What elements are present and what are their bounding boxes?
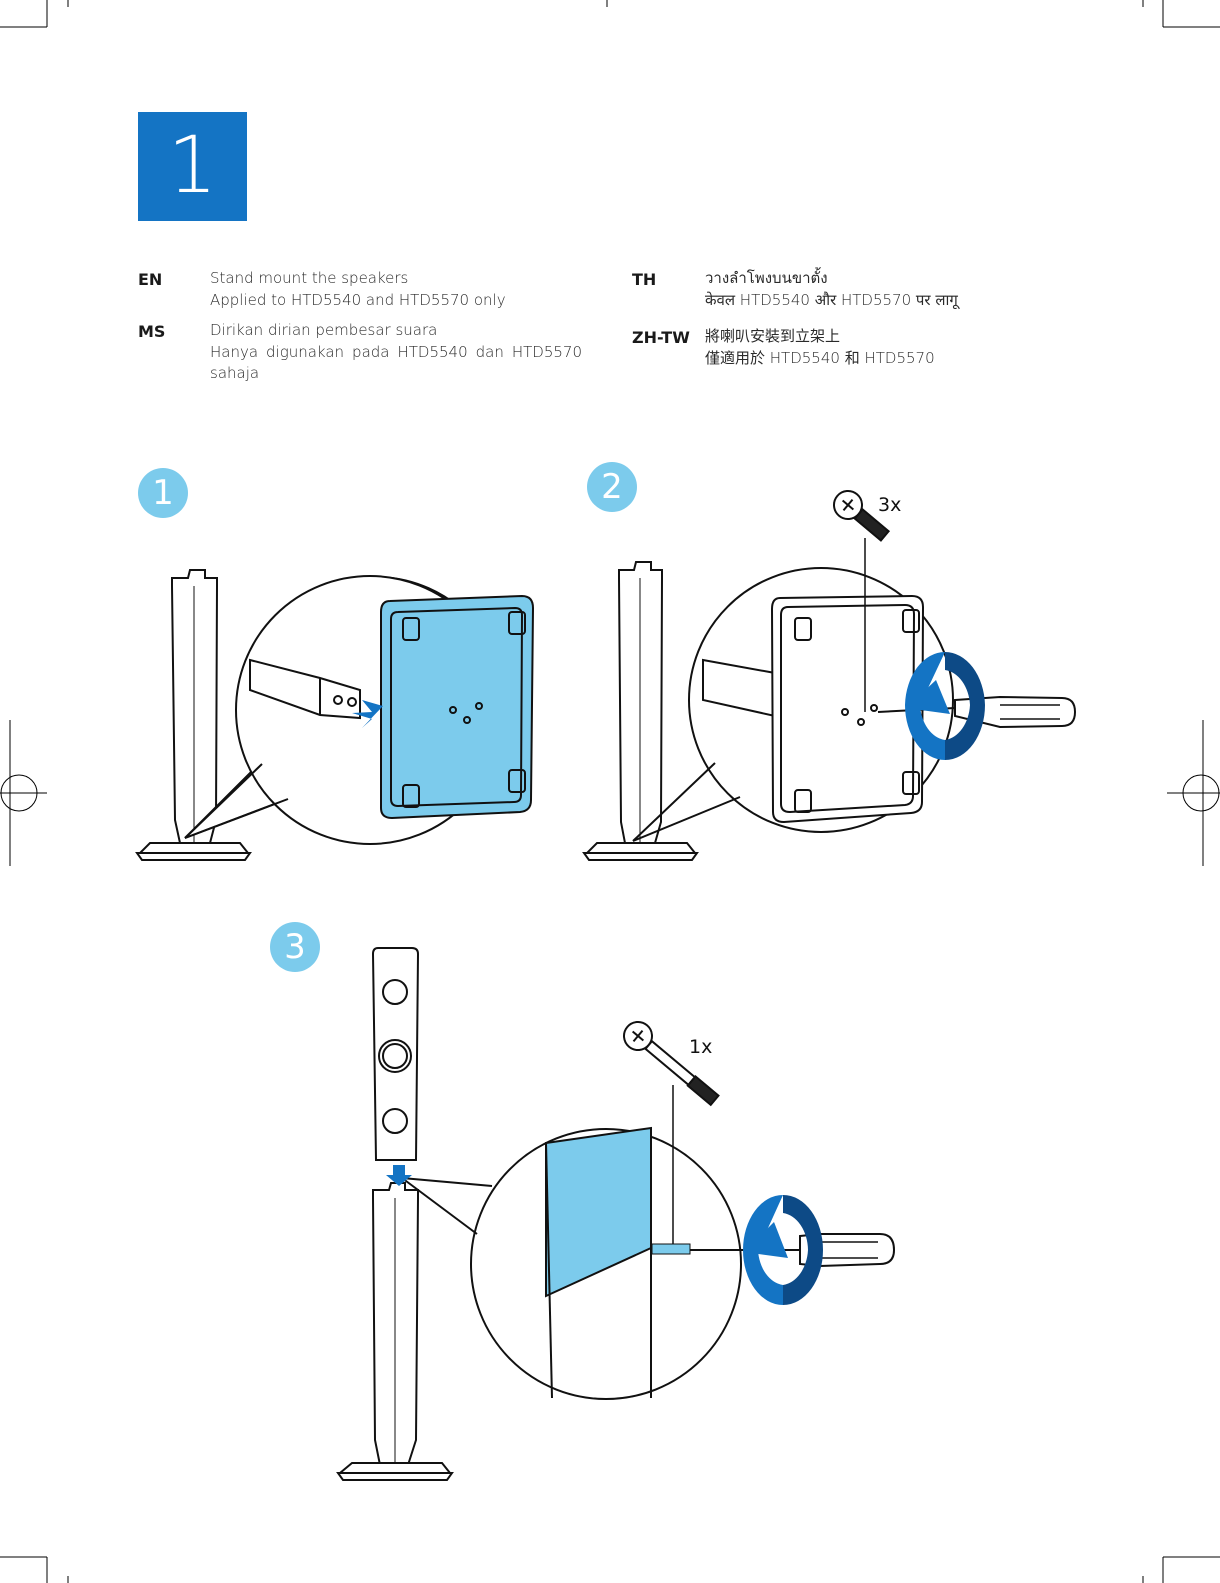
instruction-en-line2: Applied to HTD5540 and HTD5570 only	[210, 290, 590, 312]
instruction-th-line1: วางลำโพงบนขาตั้ง	[705, 268, 1085, 290]
screw-quantity-3x: 3x	[878, 494, 901, 516]
instruction-en: Stand mount the speakers Applied to HTD5…	[210, 268, 590, 311]
instruction-ms-line2: Hanya digunakan pada HTD5540 dan HTD5570…	[210, 342, 582, 385]
substep-badge-1: 1	[138, 468, 188, 518]
instruction-ms: Dirikan dirian pembesar suara Hanya digu…	[210, 320, 582, 385]
lang-code-en: EN	[138, 270, 162, 289]
substep-badge-3: 3	[270, 922, 320, 972]
instruction-ms-line1: Dirikan dirian pembesar suara	[210, 320, 582, 342]
instruction-zh-tw-line2: 僅適用於 HTD5540 和 HTD5570	[705, 348, 1085, 370]
instruction-th-line2: केवल HTD5540 और HTD5570 पर लागू	[705, 290, 1085, 312]
instruction-en-line1: Stand mount the speakers	[210, 268, 590, 290]
screw-quantity-1x: 1x	[689, 1036, 712, 1058]
lang-code-ms: MS	[138, 322, 165, 341]
lang-code-zh-tw: ZH-TW	[632, 328, 690, 347]
instruction-th: วางลำโพงบนขาตั้ง केवल HTD5540 और HTD5570…	[705, 268, 1085, 311]
step-number-box: 1	[138, 112, 247, 221]
lang-code-th: TH	[632, 270, 656, 289]
substep-badge-2: 2	[587, 462, 637, 512]
instruction-zh-tw-line1: 將喇叭安裝到立架上	[705, 326, 1085, 348]
instruction-zh-tw: 將喇叭安裝到立架上 僅適用於 HTD5540 和 HTD5570	[705, 326, 1085, 369]
